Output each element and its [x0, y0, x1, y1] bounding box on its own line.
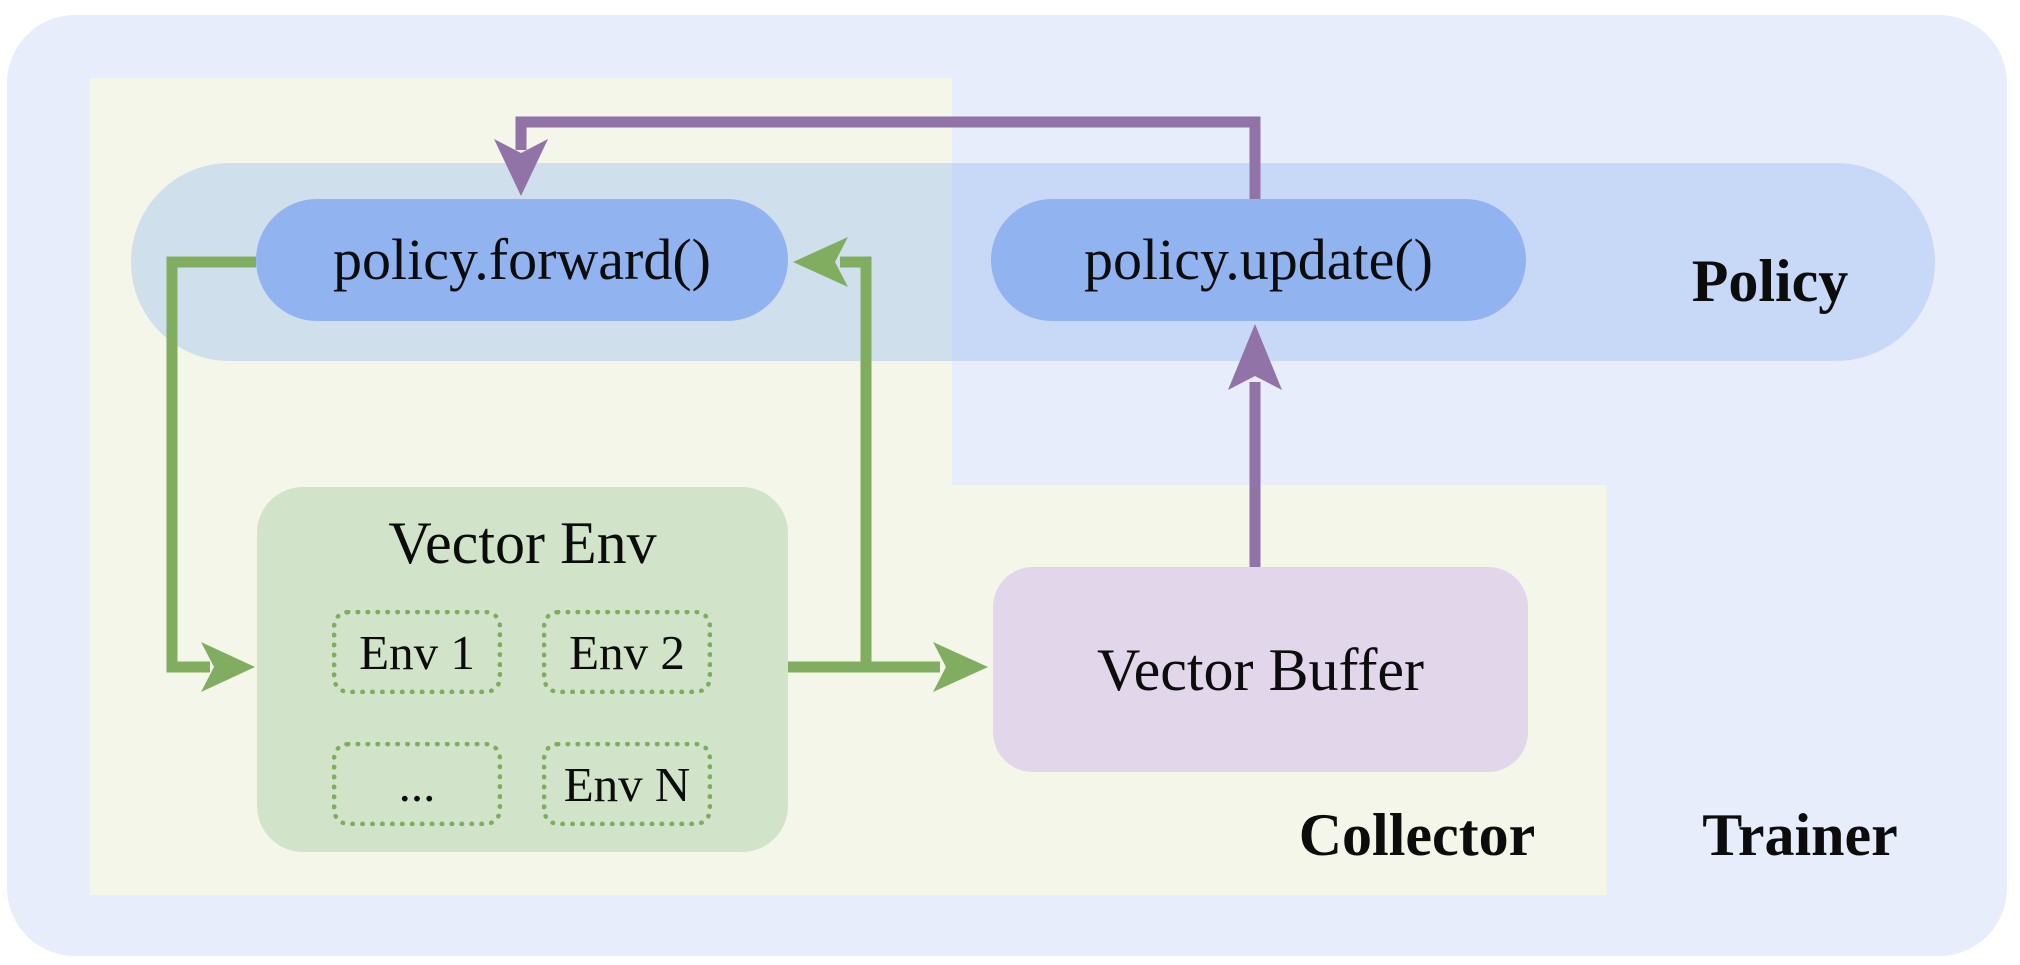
policy-update-node: policy.update()	[991, 199, 1526, 321]
policy-forward-node: policy.forward()	[256, 199, 788, 321]
env-1-cell: Env 1	[332, 610, 502, 694]
env-ellipsis-cell: ...	[332, 742, 502, 826]
collector-region-label: Collector	[1298, 802, 1536, 868]
env-2-cell: Env 2	[542, 610, 712, 694]
vector-buffer-box: Vector Buffer	[993, 567, 1528, 772]
vector-env-title: Vector Env	[388, 510, 657, 576]
trainer-region-label: Trainer	[1702, 802, 1898, 868]
policy-region-label: Policy	[1691, 248, 1849, 314]
env-n-cell: Env N	[542, 742, 712, 826]
vector-env-box: Vector Env Env 1 Env 2 ... Env N	[257, 487, 788, 852]
